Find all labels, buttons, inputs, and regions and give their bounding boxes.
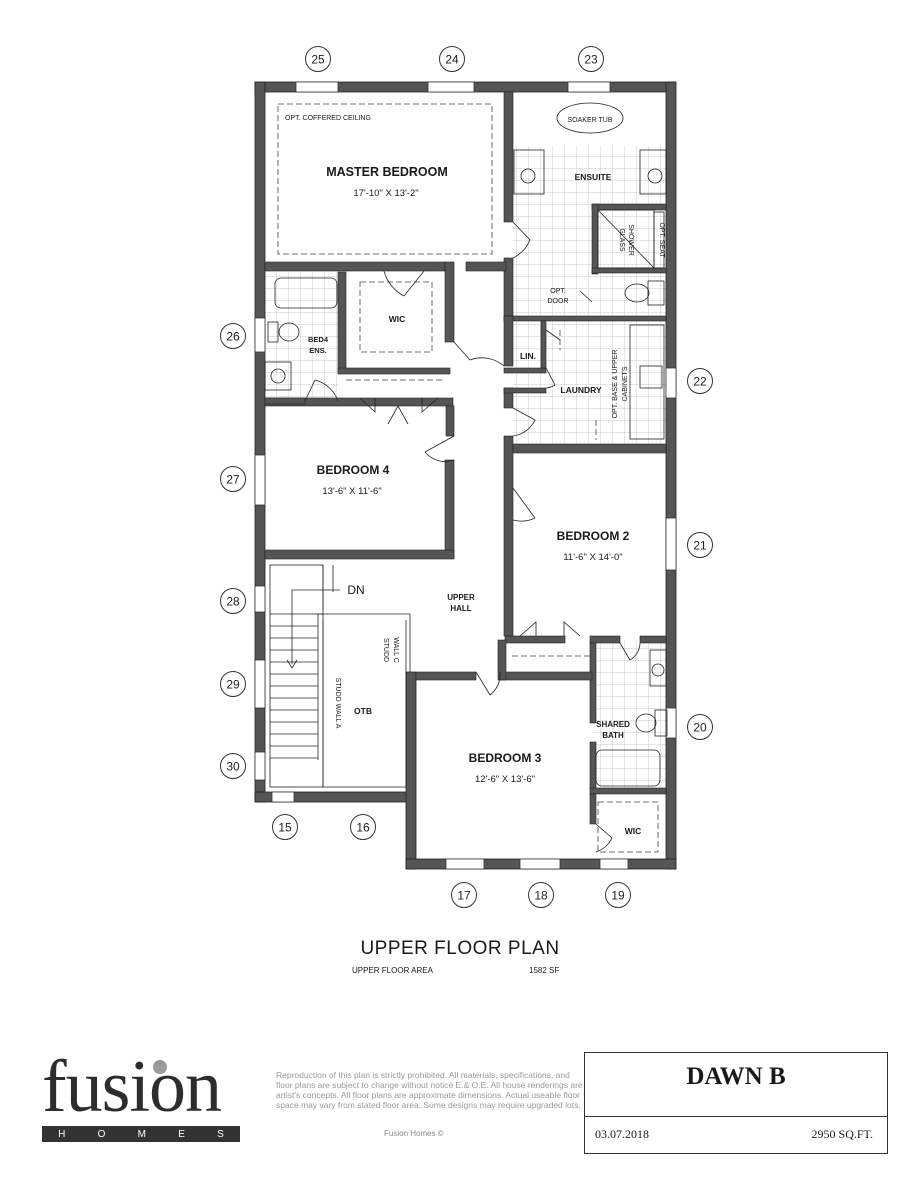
shared-bath-label-1: SHARED [596,720,630,729]
bed4-ensuite-label-1: BED4 [308,335,329,344]
fixtures [264,102,668,787]
linen-label: LIN. [520,351,536,361]
cabinets-label-2: CABINETS [622,366,629,401]
window-marker-label: 25 [311,53,325,67]
opt-door-label-1: OPT. [550,288,566,295]
floor-area-value: 1582 SF [529,966,560,975]
studd-wall-c-2: WALL C [392,637,399,663]
plan-date: 03.07.2018 [595,1127,649,1141]
copyright: Fusion Homes © [384,1129,444,1138]
window-marker-label: 21 [693,539,707,553]
interior-walls [264,91,667,825]
logo-letter: E [178,1128,185,1140]
bedroom4-name: BEDROOM 4 [317,463,390,477]
dashed-lines [277,103,659,853]
window-marker-label: 22 [693,375,707,389]
cabinets-label-1: OPT. BASE & UPPER [612,350,619,419]
window-marker-circle [528,882,554,908]
down-label: DN [347,583,364,597]
shower-label-1: SHOWER [627,224,634,256]
window-marker-label: 30 [226,760,240,774]
window-marker-label: 19 [611,889,625,903]
window-marker-circle [220,323,246,349]
laundry-label: LAUNDRY [560,385,602,395]
logo-letter: H [58,1128,66,1140]
studd-wall-c-1: STUDD [382,638,389,662]
otb-label: OTB [354,706,372,716]
window-marker-label: 26 [226,330,240,344]
shared-bath-label-2: BATH [602,731,624,740]
window-marker-label: 24 [445,53,459,67]
window-marker-label: 23 [584,53,598,67]
logo-letter: M [137,1128,146,1140]
plan-title: UPPER FLOOR PLAN [360,938,560,959]
window-marker-label: 18 [534,889,548,903]
window-marker-label: 16 [356,821,370,835]
window-marker-circle [350,814,376,840]
tiled-floors [265,146,669,790]
window-marker-circle [220,588,246,614]
ensuite-label: ENSUITE [575,172,612,182]
window-marker-circle [605,882,631,908]
shower-label-2: GLASS [618,228,625,252]
window-marker-label: 29 [226,678,240,692]
floor-area-label: UPPER FLOOR AREA [352,966,433,975]
wic-master-label: WIC [389,314,406,324]
window-marker-circle [220,671,246,697]
window-marker-circle [439,46,465,72]
logo-word: fusion [42,1046,222,1128]
bedroom2-dim: 11'-6" X 14'-0" [563,552,622,563]
bed4-ensuite-label-2: ENS. [309,346,327,355]
window-marker-circle [451,882,477,908]
logo-letter: S [217,1128,224,1140]
logo-dot-icon [153,1060,167,1074]
window-marker-label: 28 [226,595,240,609]
window-marker-circle [578,46,604,72]
window-marker-circle [305,46,331,72]
doors [304,221,641,853]
disclaimer: Reproduction of this plan is strictly pr… [276,1070,583,1110]
upper-hall-label-1: UPPER [447,593,475,602]
opt-seat-label: OPT. SEAT [658,222,665,258]
window-marker-circle [687,714,713,740]
window-marker-label: 17 [457,889,471,903]
model-name: DAWN B [585,1053,887,1117]
master-bedroom-dim: 17'-10" X 13'-2" [353,188,418,199]
window-marker-circle [272,814,298,840]
bedroom2-name: BEDROOM 2 [557,529,630,543]
window-marker-label: 20 [693,721,707,735]
master-bedroom-name: MASTER BEDROOM [326,165,448,179]
logo-homes-bar: H O M E S [42,1126,240,1142]
upper-hall-label-2: HALL [450,604,471,613]
window-marker-circle [220,466,246,492]
window-marker-circle [220,753,246,779]
logo-letter: O [97,1128,106,1140]
studd-wall-a: STUDD WALL A [334,678,341,729]
opt-door-label-2: DOOR [548,298,569,305]
room-labels: OPT. COFFERED CEILING MASTER BEDROOM 17'… [285,115,665,836]
wic-bed3-label: WIC [625,826,642,836]
stairs [269,564,411,788]
soaker-tub-label: SOAKER TUB [568,117,613,124]
bedroom4-dim: 13'-6" X 11'-6" [322,486,381,497]
window-markers: 25 24 23 26 22 27 21 28 29 20 30 15 16 17 18 19 [220,46,713,908]
windows [254,81,677,870]
window-marker-circle [687,532,713,558]
total-sqft: 2950 SQ.FT. [811,1127,873,1141]
coffered-note: OPT. COFFERED CEILING [285,115,371,122]
bedroom3-name: BEDROOM 3 [469,751,542,765]
window-marker-circle [687,368,713,394]
window-marker-label: 15 [278,821,292,835]
window-marker-label: 27 [226,473,240,487]
title-block: DAWN B 03.07.2018 2950 SQ.FT. [584,1052,888,1154]
bedroom3-dim: 12'-6" X 13'-6" [475,774,535,785]
